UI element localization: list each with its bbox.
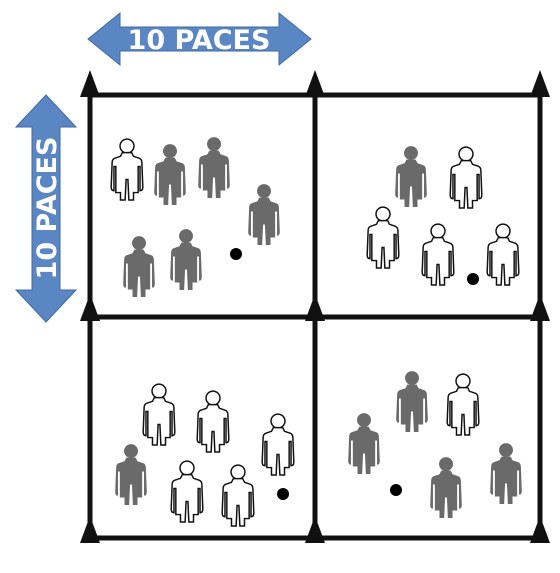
cone (80, 516, 100, 543)
cone (305, 70, 325, 97)
player-outlined (143, 384, 175, 445)
player-outlined (450, 147, 482, 208)
cone (80, 294, 100, 321)
player-filled (115, 444, 147, 505)
player-filled (348, 413, 380, 474)
ball (467, 273, 479, 285)
ball (230, 248, 242, 260)
vertical-paces-label: 10 PACES (32, 137, 63, 280)
ball (277, 488, 289, 500)
player-outlined (487, 224, 519, 285)
player-filled (170, 229, 202, 290)
player-filled (490, 443, 522, 504)
cone (530, 294, 550, 321)
vertical-paces-arrow: 10 PACES (16, 95, 76, 322)
cone (305, 516, 325, 543)
player-outlined (447, 374, 479, 435)
horizontal-paces-arrow: 10 PACES (88, 13, 311, 65)
square-bottom-right (348, 371, 522, 518)
player-outlined (171, 461, 203, 522)
square-top-right (367, 146, 519, 285)
player-filled (396, 371, 428, 432)
player-outlined (422, 224, 454, 285)
player-filled (430, 457, 462, 518)
player-filled (395, 146, 427, 207)
player-filled (198, 137, 230, 198)
cone (530, 70, 550, 97)
cone (530, 516, 550, 543)
ball (390, 484, 402, 496)
player-filled (123, 236, 155, 297)
player-filled (154, 144, 186, 205)
player-outlined (367, 207, 399, 268)
player-outlined (197, 391, 229, 452)
cone (305, 294, 325, 321)
player-outlined (222, 465, 254, 526)
cone (80, 70, 100, 97)
player-outlined (262, 414, 294, 475)
square-bottom-left (115, 384, 294, 526)
player-outlined (111, 139, 143, 200)
player-filled (248, 184, 280, 245)
horizontal-paces-label: 10 PACES (128, 25, 271, 56)
square-top-left (111, 137, 280, 297)
